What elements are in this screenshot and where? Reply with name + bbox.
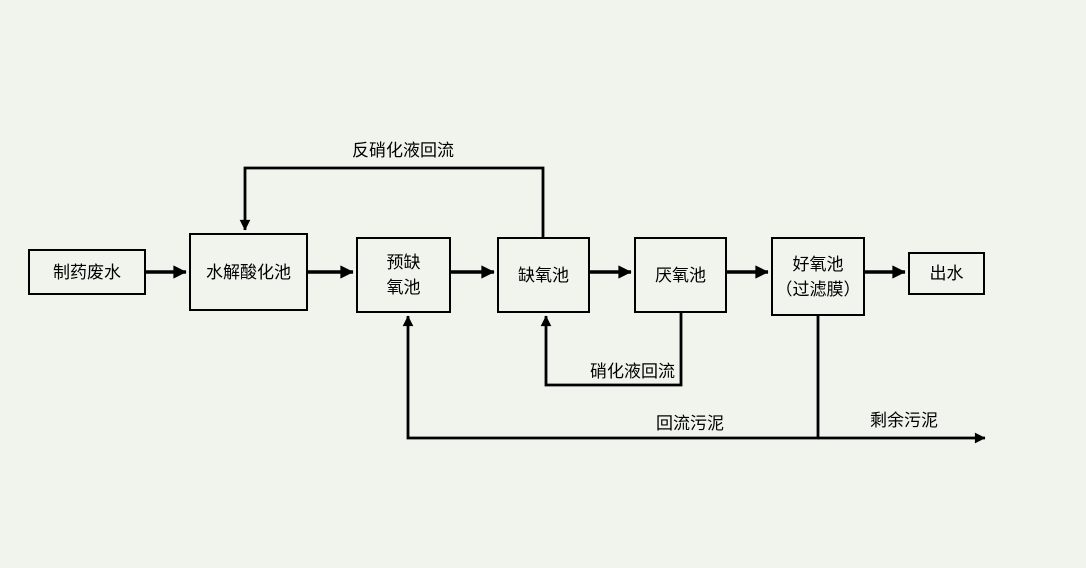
node-aerobic-tank-label-line1: 好氧池 bbox=[792, 254, 844, 274]
node-influent: 制药废水 bbox=[28, 249, 146, 295]
node-anoxic-tank: 缺氧池 bbox=[497, 237, 590, 313]
node-influent-label: 制药废水 bbox=[53, 262, 121, 282]
node-effluent: 出水 bbox=[908, 252, 985, 295]
node-anaerobic-tank-label: 厌氧池 bbox=[655, 265, 706, 285]
label-return-sludge: 回流污泥 bbox=[656, 414, 724, 433]
node-pre-anoxic-tank-label-line1: 预缺 bbox=[386, 253, 421, 272]
node-hydrolysis-acidification-tank: 水解酸化池 bbox=[189, 233, 308, 311]
node-effluent-label: 出水 bbox=[929, 264, 964, 283]
node-aerobic-tank: 好氧池 （过滤膜） bbox=[771, 237, 865, 316]
arrow-denitrified-liquid-reflux bbox=[239, 166, 545, 237]
label-denitrified-liquid-reflux: 反硝化液回流 bbox=[352, 141, 454, 160]
node-pre-anoxic-tank-label-line2: 氧池 bbox=[386, 278, 421, 297]
label-excess-sludge: 剩余污泥 bbox=[870, 411, 938, 430]
node-anaerobic-tank: 厌氧池 bbox=[634, 237, 727, 313]
node-aerobic-tank-label-line2: （过滤膜） bbox=[775, 279, 861, 299]
node-hydrolysis-acidification-tank-label: 水解酸化池 bbox=[206, 262, 291, 282]
node-anoxic-tank-label: 缺氧池 bbox=[518, 265, 569, 285]
arrow-return-sludge bbox=[402, 315, 820, 440]
arrow-nitrified-liquid-reflux bbox=[540, 313, 683, 387]
node-pre-anoxic-tank: 预缺 氧池 bbox=[356, 237, 451, 313]
label-nitrified-liquid-reflux: 硝化液回流 bbox=[590, 362, 675, 381]
